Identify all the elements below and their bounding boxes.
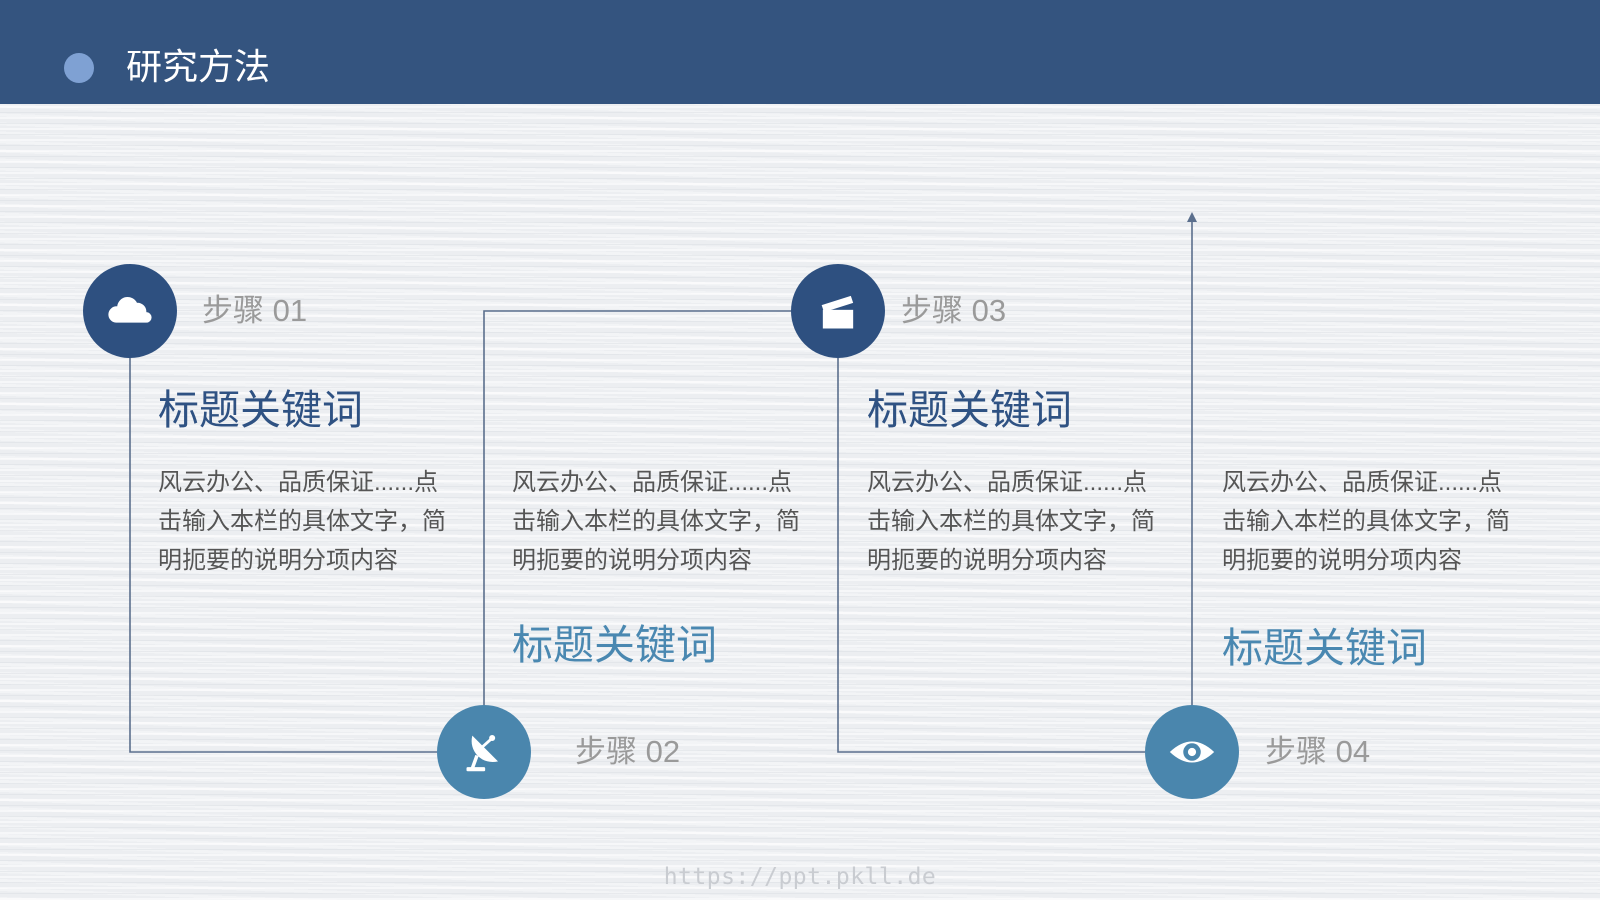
step-4-body-line: 明扼要的说明分项内容 [1222, 547, 1462, 574]
step-4-label: 步骤 04 [1265, 734, 1371, 769]
header-bar: 研究方法 [0, 0, 1600, 104]
step-2-body-line: 击输入本栏的具体文字，简 [512, 508, 800, 535]
clapperboard-icon [821, 295, 854, 329]
step-2-body-line: 风云办公、品质保证......点 [512, 469, 793, 496]
step-1-circle [83, 264, 177, 358]
step-4-body: 风云办公、品质保证......点 击输入本栏的具体文字，简 明扼要的说明分项内容 [1222, 463, 1532, 580]
step-2-body-line: 明扼要的说明分项内容 [512, 547, 752, 574]
arrow-up-icon [1187, 212, 1197, 222]
step-3-body: 风云办公、品质保证......点 击输入本栏的具体文字，简 明扼要的说明分项内容 [867, 463, 1177, 580]
step-1-label: 步骤 01 [202, 293, 308, 328]
step-1-body-line: 明扼要的说明分项内容 [158, 547, 398, 574]
step-4-circle [1145, 705, 1239, 799]
page-title: 研究方法 [126, 46, 271, 87]
step-1-body: 风云办公、品质保证......点 击输入本栏的具体文字，简 明扼要的说明分项内容 [158, 463, 468, 580]
watermark-url: https://ppt.pkll.de [663, 864, 937, 890]
step-3-body-line: 风云办公、品质保证......点 [867, 469, 1148, 496]
step-3-body-line: 击输入本栏的具体文字，简 [867, 508, 1155, 535]
cloud-icon [108, 297, 152, 323]
step-2-label: 步骤 02 [575, 734, 681, 769]
step-4-body-line: 风云办公、品质保证......点 [1222, 469, 1503, 496]
step-1-body-line: 风云办公、品质保证......点 [158, 469, 439, 496]
satellite-dish-icon [466, 734, 498, 772]
step-3-circle [791, 264, 885, 358]
step-3-body-line: 明扼要的说明分项内容 [867, 547, 1107, 574]
header-dot-icon [64, 53, 94, 83]
step-2-title: 标题关键词 [512, 622, 717, 668]
step-2-body: 风云办公、品质保证......点 击输入本栏的具体文字，简 明扼要的说明分项内容 [512, 463, 822, 580]
step-3-title: 标题关键词 [867, 387, 1072, 433]
step-4-title: 标题关键词 [1222, 625, 1427, 671]
eye-icon [1169, 741, 1215, 763]
step-3-label: 步骤 03 [901, 293, 1007, 328]
step-1-body-line: 击输入本栏的具体文字，简 [158, 508, 446, 535]
step-2-circle [437, 705, 531, 799]
step-4-body-line: 击输入本栏的具体文字，简 [1222, 508, 1510, 535]
step-1-title: 标题关键词 [158, 387, 363, 433]
